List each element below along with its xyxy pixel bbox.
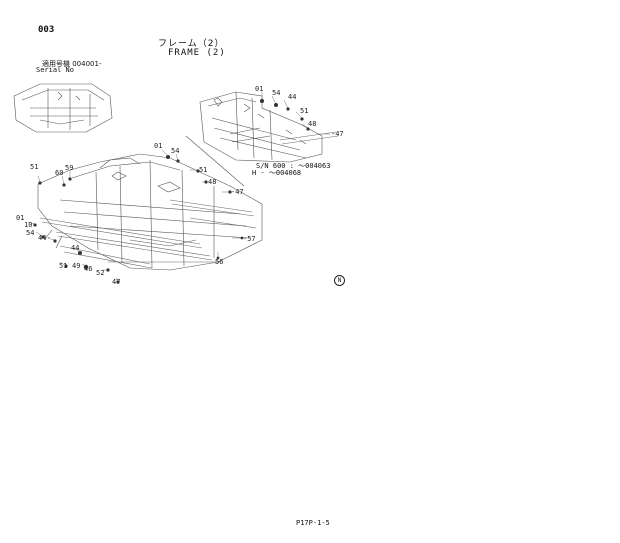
callout-01-left: 01 — [16, 214, 25, 222]
callout-47-middle: -47 — [231, 188, 244, 196]
page-code: 003 — [38, 25, 55, 35]
callout-54-middle: 54 — [171, 147, 180, 155]
callout-47-upper: -47 — [331, 130, 344, 138]
page-footer-code: P17P-1-5 — [296, 519, 330, 527]
callout-51-lower: 51 — [59, 262, 68, 270]
callout-56: 56 — [215, 258, 224, 266]
callout-01-upper: 01 — [255, 85, 264, 93]
upper-frame-assembly — [199, 91, 323, 163]
callout-54-upper: 54 — [272, 89, 281, 97]
overview-thumbnail — [13, 83, 113, 133]
callout-51-left: 51 — [30, 163, 39, 171]
callout-46: 46 — [84, 265, 93, 273]
serial-label-english: Serial No — [36, 66, 74, 74]
callout-44-upper: 44 — [288, 93, 297, 101]
callout-49: 49 — [72, 262, 81, 270]
callout-48-upper: 48 — [308, 120, 317, 128]
serial-note-line-1: S/N 600 : ～004063 — [256, 162, 331, 170]
title-japanese: フレーム（2） — [158, 39, 225, 49]
callout-59: 59 — [65, 164, 74, 172]
callout-44-left: 44- — [38, 234, 51, 242]
serial-note-line-2: H - ～004068 — [252, 169, 302, 177]
small-part-marks — [33, 99, 310, 284]
callout-48-middle: 48 — [208, 178, 217, 186]
callout-51-middle: 51 — [199, 166, 208, 174]
lower-frame-assembly — [37, 153, 263, 271]
circled-mark: N — [334, 275, 345, 286]
callout-01-middle: 01 — [154, 142, 163, 150]
callout-47-lower: 47 — [112, 278, 121, 286]
callout-51-upper: 51 — [300, 107, 309, 115]
pins-and-bars — [39, 131, 339, 269]
leader-lines — [27, 92, 330, 283]
callout-10: 10 — [24, 221, 33, 229]
callout-60: 60 — [55, 169, 64, 177]
callout-57: -57 — [243, 235, 256, 243]
callout-52: 52 — [96, 269, 105, 277]
serial-label-japanese: 適用号機 004001- — [42, 60, 102, 68]
callout-44-lower: 44 — [71, 244, 80, 252]
callout-54-left: 54 — [26, 229, 35, 237]
separator-line — [185, 135, 245, 187]
title-english: FRAME (2) — [168, 48, 226, 58]
